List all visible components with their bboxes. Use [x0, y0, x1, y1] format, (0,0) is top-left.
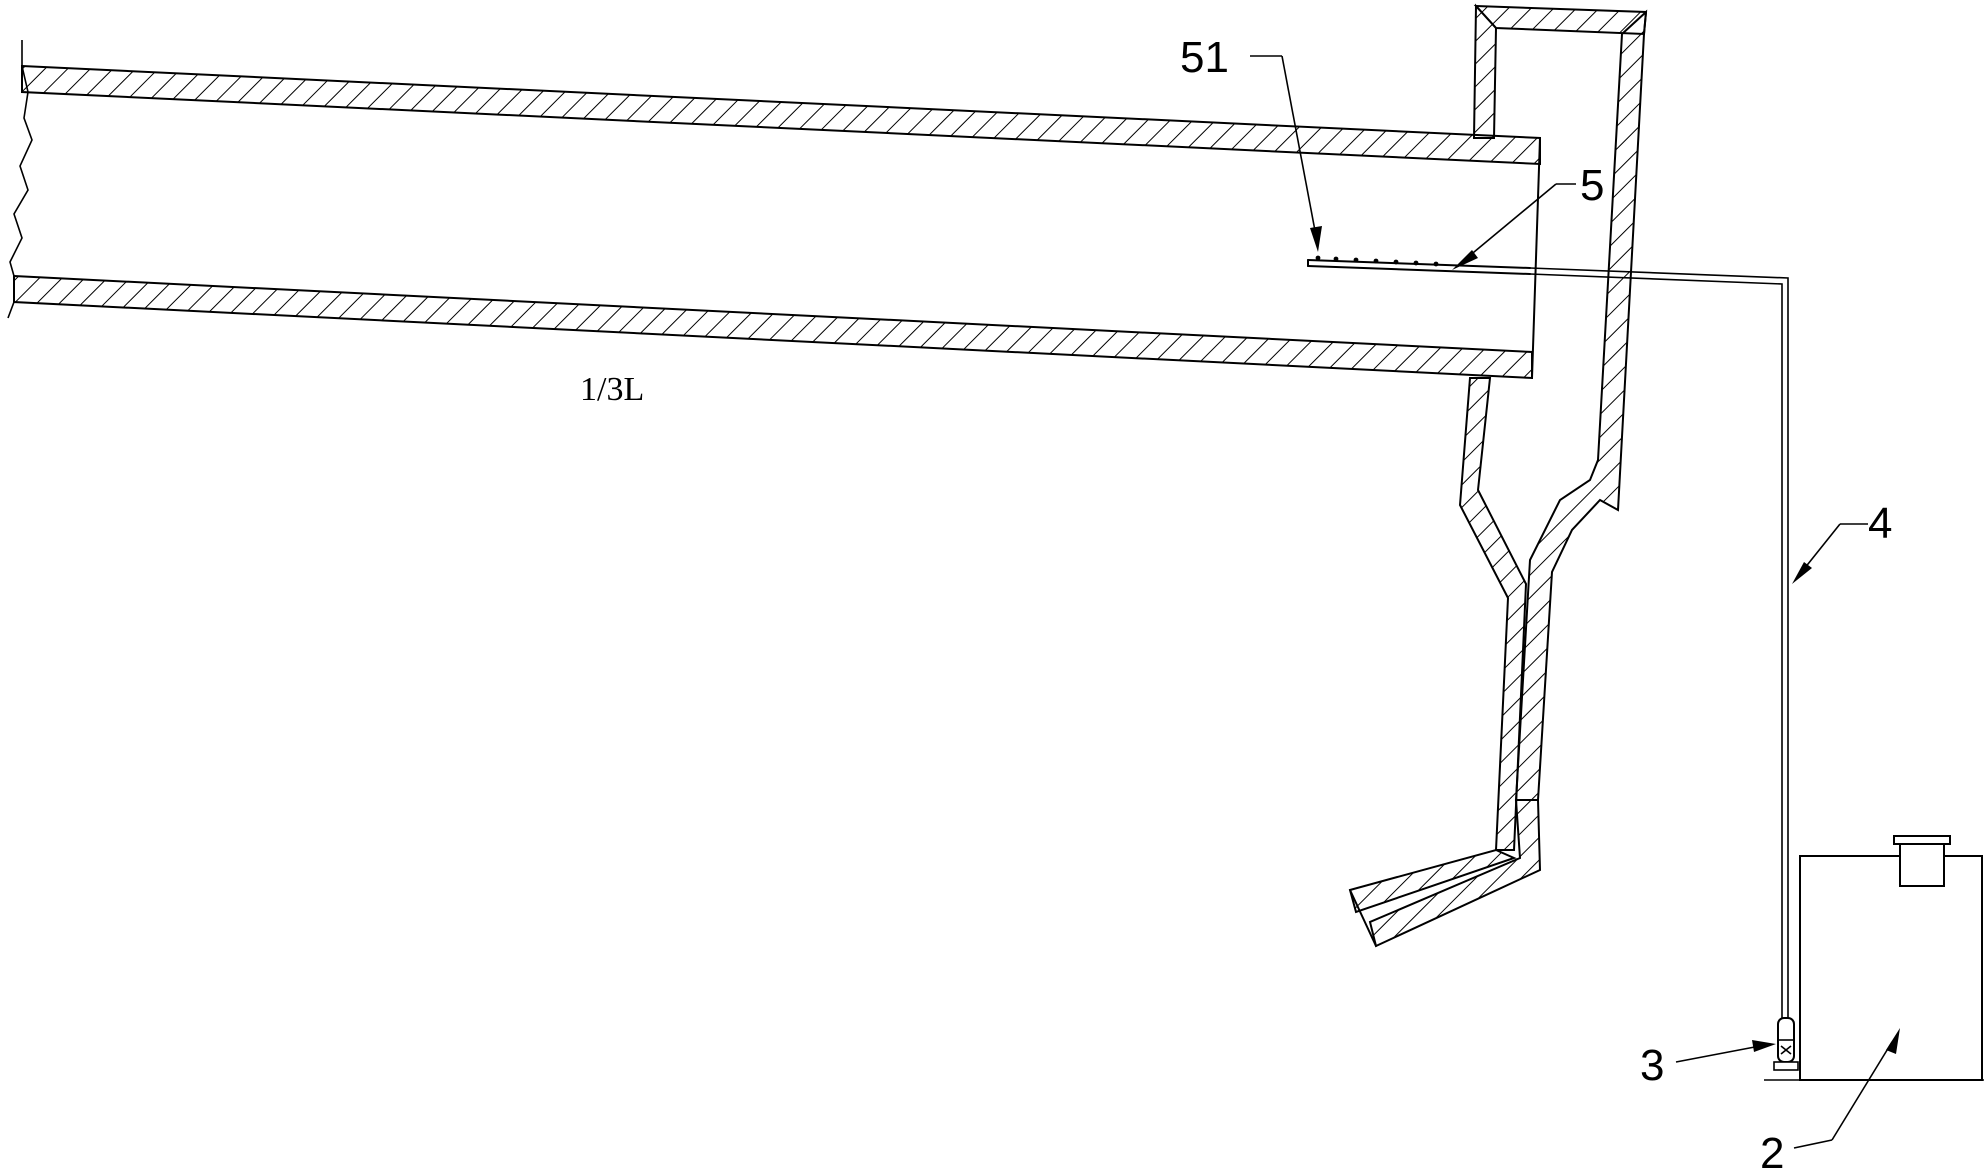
chute-left-wall-upper: [1472, 3, 1498, 139]
leader-51: [1281, 55, 1317, 237]
label-3: 3: [1640, 1041, 1664, 1090]
chute-top-cap: [1473, 4, 1648, 36]
chute-right-wall: [1514, 9, 1648, 801]
arrowhead-5: [1452, 250, 1478, 270]
arrowhead-51: [1310, 226, 1322, 252]
arrowhead-2: [1886, 1028, 1900, 1054]
label-5: 5: [1580, 161, 1604, 210]
leader-2: [1831, 1041, 1893, 1141]
kiln-tube: [7, 40, 1541, 380]
leaders: [1250, 55, 1900, 1149]
leader-2-tick: [1793, 1139, 1833, 1149]
dimension-label: 1/3L: [580, 371, 644, 408]
supply-pipe: [1529, 267, 1789, 1040]
arrowhead-4: [1792, 562, 1812, 584]
tank-inlet-cap: [1893, 835, 1951, 845]
tank-inlet-neck: [1899, 841, 1945, 887]
arrowhead-3: [1752, 1040, 1776, 1052]
kiln-tube-bottom-wall: [13, 274, 1533, 380]
chute-spout-upper: [1348, 848, 1517, 914]
label-51: 51: [1180, 33, 1229, 82]
chute-left-wall-lower: [1458, 377, 1528, 851]
chute-spout-end: [1349, 889, 1377, 947]
outlet-chute: [1348, 3, 1648, 948]
spray-pipe: [1307, 255, 1531, 275]
tank: [1764, 835, 1984, 1081]
leader-5: [1461, 183, 1557, 263]
label-4: 4: [1868, 499, 1892, 548]
label-2: 2: [1760, 1129, 1784, 1175]
leader-3: [1675, 1045, 1761, 1063]
kiln-tube-end: [1531, 137, 1541, 379]
kiln-tube-break-line: [7, 40, 33, 319]
kiln-tube-top-wall: [21, 64, 1541, 166]
spray-nozzles: [1315, 255, 1439, 267]
pump: [1773, 1017, 1799, 1071]
